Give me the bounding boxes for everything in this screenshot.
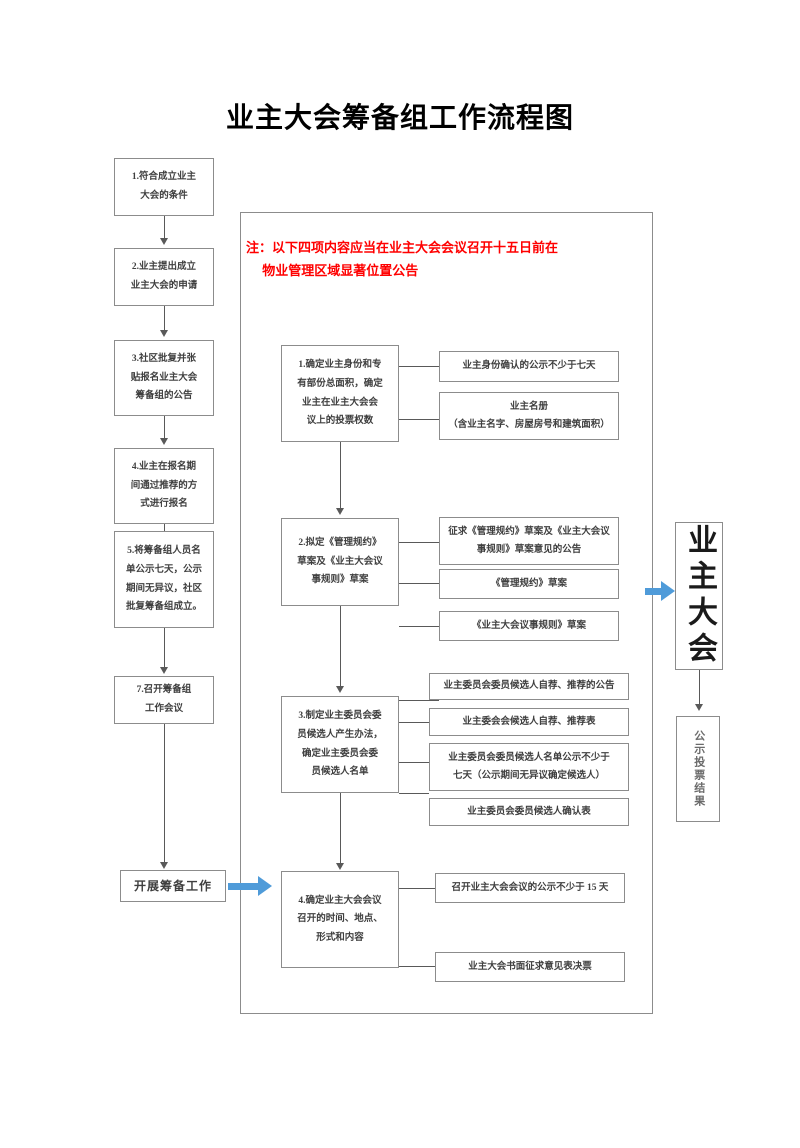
connector-stage3-detail3 (399, 762, 429, 763)
arrowhead-step2-step3 (160, 330, 168, 337)
flow-step-7[interactable]: 7.召开筹备组 工作会议 (114, 676, 214, 724)
notice-text: 注：以下四项内容应当在业主大会会议召开十五日前在 物业管理区域显著位置公告 (246, 240, 559, 278)
blue-arrow-assembly-shaft (645, 587, 661, 595)
arrowhead-step1-step2 (160, 238, 168, 245)
connector-stage3-detail2 (399, 722, 429, 723)
flow-start-preparation[interactable]: 开展筹备工作 (120, 870, 226, 902)
flow-step-2[interactable]: 2.业主提出成立 业主大会的申请 (114, 248, 214, 306)
stage-2-detail-2-label: 《管理规约》草案 (490, 578, 567, 589)
stage-1-detail-1[interactable]: 业主身份确认的公示不少于七天 (439, 351, 619, 382)
flow-step-3[interactable]: 3.社区批复并张 贴报名业主大会 筹备组的公告 (114, 340, 214, 416)
stage-4-detail-1[interactable]: 召开业主大会会议的公示不少于 15 天 (435, 873, 625, 903)
arrowhead-step7-start (160, 862, 168, 869)
arrowhead-stage2-stage3 (336, 686, 344, 693)
stage-2-detail-3-label: 《业主大会议事规则》草案 (471, 620, 586, 631)
flow-start-preparation-label: 开展筹备工作 (133, 878, 212, 893)
connector-stage2-detail3 (399, 626, 439, 627)
stage-4-detail-1-label: 召开业主大会会议的公示不少于 15 天 (451, 882, 609, 893)
result-box-label: 公示投票结果 (692, 730, 705, 808)
page-title: 业主大会筹备组工作流程图 (225, 103, 574, 134)
stage-4-box[interactable]: 4.确定业主大会会议 召开的时间、地点、 形式和内容 (281, 871, 399, 968)
connector-stage1-detail1 (399, 366, 439, 367)
stage-3-detail-2[interactable]: 业主委会会候选人自荐、推荐表 (429, 708, 629, 736)
connector-stage3-stage4 (340, 793, 341, 865)
connector-stage2-detail2 (399, 583, 439, 584)
stage-3-detail-1[interactable]: 业主委员会委员候选人自荐、推荐的公告 (429, 673, 629, 700)
stage-2-detail-2[interactable]: 《管理规约》草案 (439, 569, 619, 599)
assembly-box[interactable]: 业主大会 (675, 522, 723, 670)
stage-2-detail-3[interactable]: 《业主大会议事规则》草案 (439, 611, 619, 641)
stage-3-box[interactable]: 3.制定业主委员会委 员候选人产生办法， 确定业主委员会委 员候选人名单 (281, 696, 399, 793)
connector-stage3-detail4 (399, 793, 429, 794)
blue-arrow-start-to-stage4 (228, 876, 272, 896)
flow-step-5-label: 5.将筹备组人员名 单公示七天，公示 期间无异议，社区 批复筹备组成立。 (125, 546, 202, 613)
blue-arrow-head (258, 876, 272, 896)
connector-stage3-detail1 (399, 700, 439, 701)
connector-step7-start (164, 724, 165, 864)
stage-2-label: 2.拟定《管理规约》 草案及《业主大会议 事规则》草案 (297, 538, 383, 586)
connector-step1-step2 (164, 216, 165, 240)
flow-step-4[interactable]: 4.业主在报名期 间通过推荐的方 式进行报名 (114, 448, 214, 524)
stage-3-detail-4[interactable]: 业主委员会委员候选人确认表 (429, 798, 629, 826)
stage-1-detail-2[interactable]: 业主名册 （含业主名字、房屋房号和建筑面积） (439, 392, 619, 440)
stage-1-label: 1.确定业主身份和专 有部份总面积，确定 业主在业主大会会 议上的投票权数 (297, 360, 383, 427)
connector-step2-step3 (164, 306, 165, 332)
stage-2-detail-1-label: 征求《管理规约》草案及《业主大会议 事规则》草案意见的公告 (448, 526, 610, 555)
stage-3-detail-3[interactable]: 业主委员会委员候选人名单公示不少于 七天（公示期间无异议确定候选人） (429, 743, 629, 791)
blue-arrow-shaft (228, 882, 258, 890)
stage-2-detail-1[interactable]: 征求《管理规约》草案及《业主大会议 事规则》草案意见的公告 (439, 517, 619, 565)
assembly-box-label: 业主大会 (683, 524, 716, 668)
stage-3-detail-3-label: 业主委员会委员候选人名单公示不少于 七天（公示期间无异议确定候选人） (448, 752, 610, 781)
flow-step-4-label: 4.业主在报名期 间通过推荐的方 式进行报名 (130, 462, 198, 510)
flow-step-3-label: 3.社区批复并张 贴报名业主大会 筹备组的公告 (130, 354, 198, 402)
flow-step-1-label: 1.符合成立业主 大会的条件 (131, 172, 197, 201)
result-box[interactable]: 公示投票结果 (676, 716, 720, 822)
stage-2-box[interactable]: 2.拟定《管理规约》 草案及《业主大会议 事规则》草案 (281, 518, 399, 606)
arrowhead-assembly-result (695, 704, 703, 711)
connector-stage1-stage2 (340, 442, 341, 510)
stage-1-box[interactable]: 1.确定业主身份和专 有部份总面积，确定 业主在业主大会会 议上的投票权数 (281, 345, 399, 442)
stage-3-detail-2-label: 业主委会会候选人自荐、推荐表 (462, 716, 596, 727)
connector-stage2-stage3 (340, 606, 341, 688)
flow-step-1[interactable]: 1.符合成立业主 大会的条件 (114, 158, 214, 216)
blue-arrow-assembly-head (661, 581, 675, 601)
arrowhead-stage3-stage4 (336, 863, 344, 870)
connector-stage1-detail2 (399, 419, 439, 420)
notice-container-frame (240, 212, 653, 1014)
arrowhead-step3-step4 (160, 438, 168, 445)
stage-3-detail-4-label: 业主委员会委员候选人确认表 (467, 806, 591, 817)
connector-stage2-detail1 (399, 542, 439, 543)
stage-3-label: 3.制定业主委员会委 员候选人产生办法， 确定业主委员会委 员候选人名单 (297, 711, 383, 778)
stage-4-detail-2-label: 业主大会书面征求意见表决票 (468, 961, 592, 972)
stage-4-detail-2[interactable]: 业主大会书面征求意见表决票 (435, 952, 625, 982)
arrowhead-stage1-stage2 (336, 508, 344, 515)
connector-stage4-detail1 (399, 888, 439, 889)
connector-stage4-detail2 (399, 966, 435, 967)
arrowhead-step5-step7 (160, 667, 168, 674)
blue-arrow-to-assembly (645, 581, 675, 601)
connector-step3-step4 (164, 416, 165, 440)
stage-4-label: 4.确定业主大会会议 召开的时间、地点、 形式和内容 (297, 895, 383, 943)
stage-1-detail-1-label: 业主身份确认的公示不少于七天 (462, 361, 596, 372)
flow-step-5[interactable]: 5.将筹备组人员名 单公示七天，公示 期间无异议，社区 批复筹备组成立。 (114, 531, 214, 628)
connector-assembly-result (699, 670, 700, 706)
connector-step5-step7 (164, 628, 165, 669)
flow-step-7-label: 7.召开筹备组 工作会议 (136, 685, 192, 714)
flow-step-2-label: 2.业主提出成立 业主大会的申请 (130, 262, 198, 291)
stage-1-detail-2-label: 业主名册 （含业主名字、房屋房号和建筑面积） (448, 401, 610, 430)
stage-3-detail-1-label: 业主委员会委员候选人自荐、推荐的公告 (443, 681, 615, 692)
